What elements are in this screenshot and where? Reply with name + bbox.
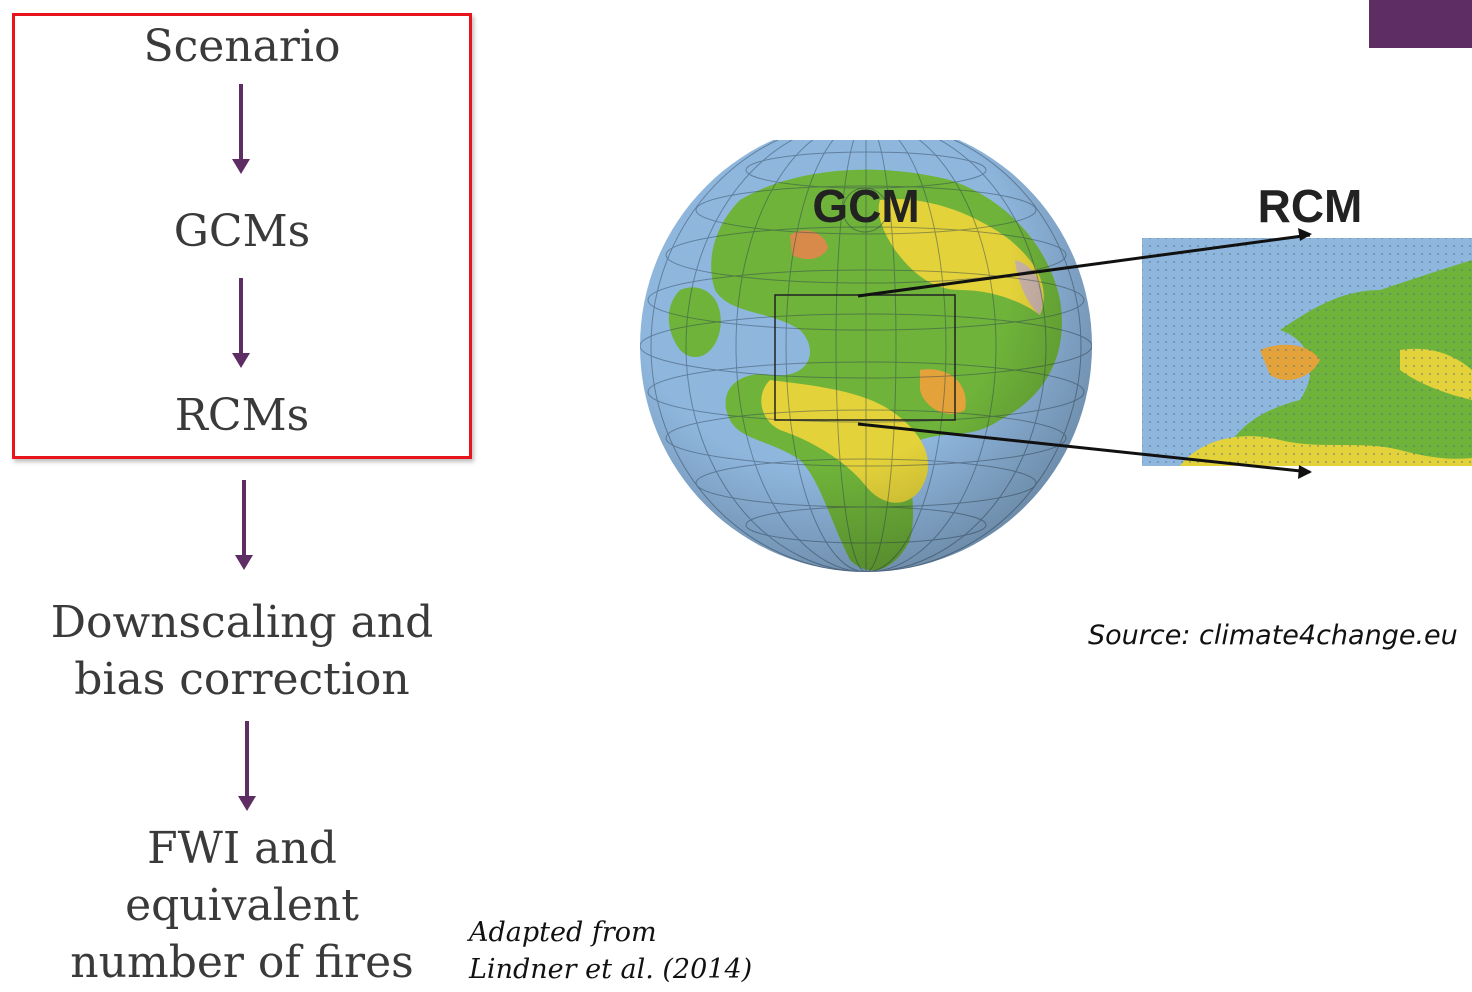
step-fwi-line3: number of fires [70, 937, 414, 988]
rcm-panel [1142, 238, 1472, 466]
step-rcms: RCMs [174, 390, 310, 441]
arrow-down-3 [235, 480, 253, 570]
arrow-down-1 [232, 84, 250, 174]
arrowhead-bottom [1298, 465, 1312, 479]
connector-arrows [857, 228, 1312, 479]
step-gcms: GCMs [173, 206, 311, 257]
arrow-down-4 [238, 721, 256, 811]
credit-line1: Adapted from [469, 917, 657, 948]
rcm-label: RCM [1258, 180, 1363, 232]
gcm-rcm-illustration: GCM RCM [640, 140, 1472, 572]
credit-line2: Lindner et al. (2014) [469, 954, 753, 985]
arrowhead-top [1298, 228, 1312, 241]
arrow-down-2 [232, 278, 250, 368]
step-fwi-line2: equivalent [125, 880, 359, 931]
step-downscaling-line1: Downscaling and [50, 597, 434, 648]
corner-accent-bar [1369, 0, 1472, 48]
globe [640, 140, 1092, 572]
gcm-label: GCM [812, 180, 919, 232]
step-fwi-line1: FWI and [147, 823, 337, 874]
source-caption: Source: climate4change.eu [1088, 620, 1458, 651]
step-downscaling-line2: bias correction [74, 654, 410, 705]
highlight-box [12, 13, 472, 459]
step-scenario: Scenario [143, 21, 341, 72]
